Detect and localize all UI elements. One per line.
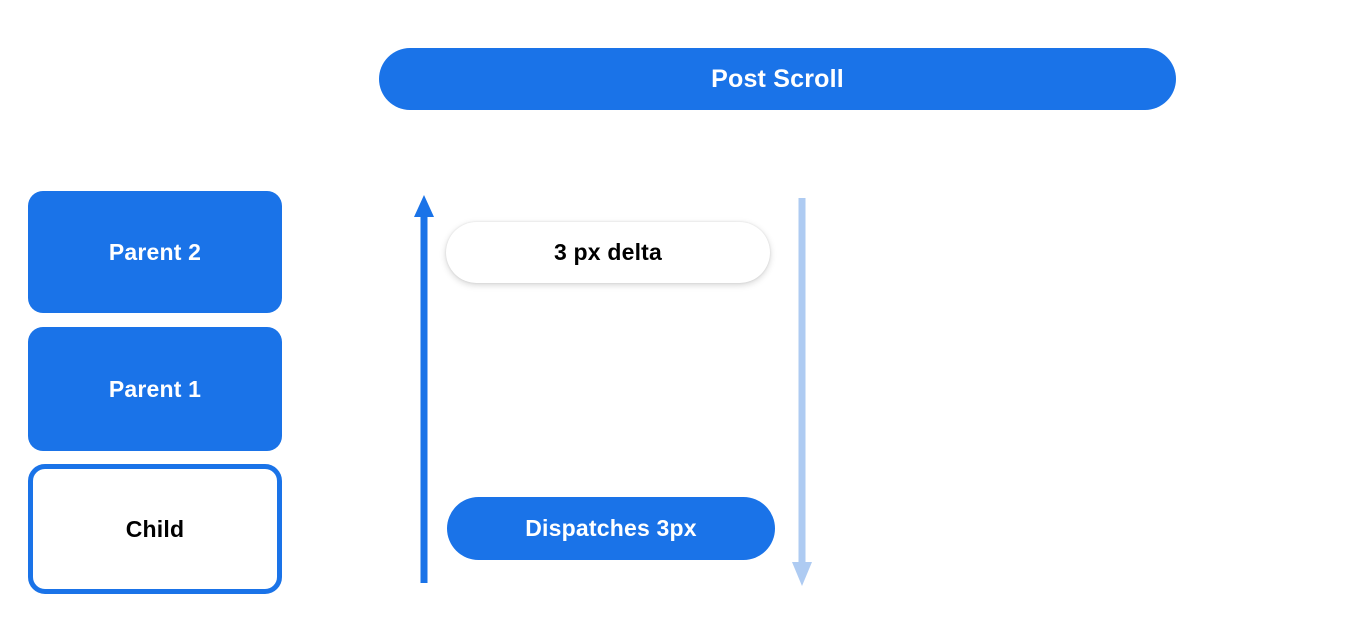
node-parent-2: Parent 2 [28, 191, 282, 313]
node-parent-1: Parent 1 [28, 327, 282, 451]
dispatch-badge: Dispatches 3px [447, 497, 775, 560]
delta-badge: 3 px delta [446, 222, 770, 283]
dispatch-badge-label: Dispatches 3px [525, 515, 697, 541]
node-child: Child [28, 464, 282, 594]
arrow-down-icon [792, 198, 812, 586]
node-child-label: Child [125, 515, 185, 542]
node-parent-2-label: Parent 2 [108, 238, 202, 265]
arrow-up-icon [414, 195, 434, 583]
delta-badge-label: 3 px delta [553, 239, 663, 265]
node-parent-1-label: Parent 1 [108, 375, 202, 402]
post-scroll-header-label: Post Scroll [711, 64, 844, 93]
post-scroll-header: Post Scroll [379, 48, 1176, 110]
